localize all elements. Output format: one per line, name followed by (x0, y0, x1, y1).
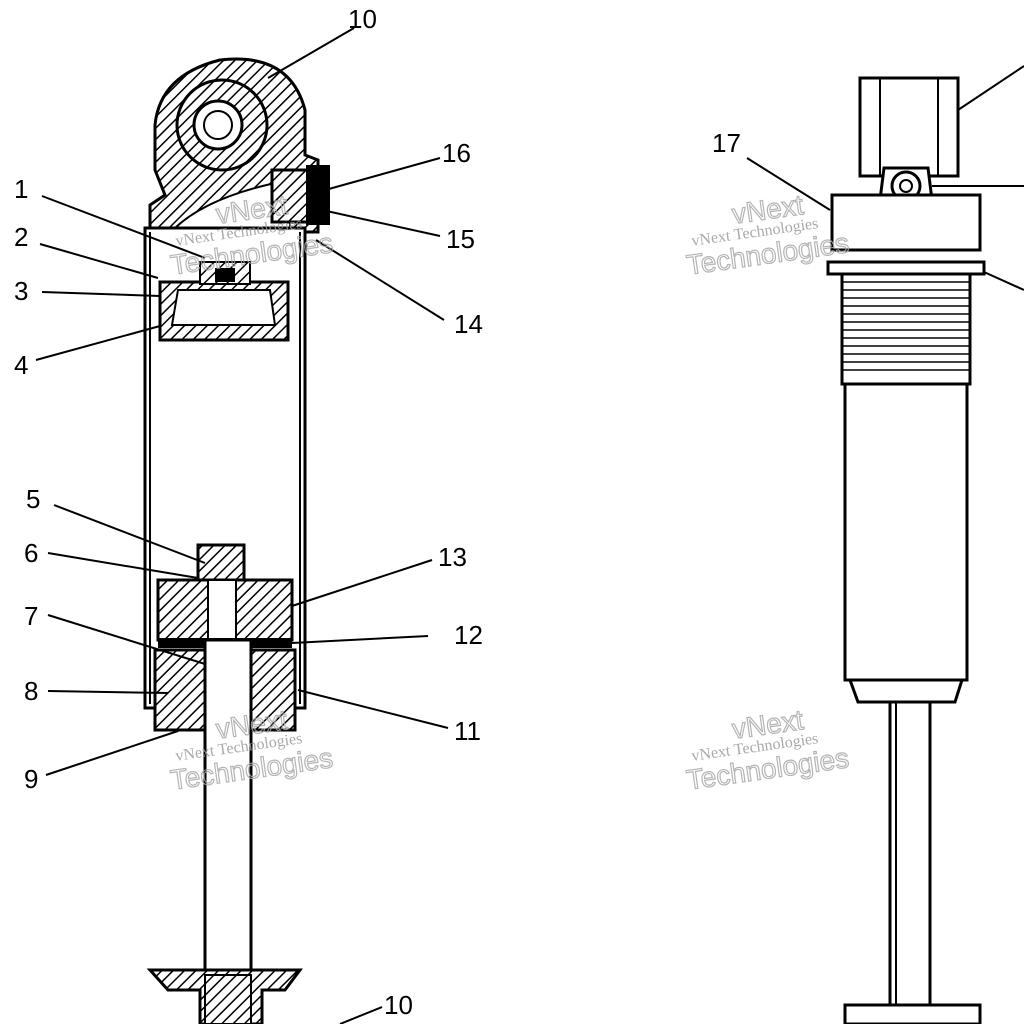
callout-17: 17 (712, 128, 741, 158)
callout-7: 7 (24, 601, 38, 631)
callout-labels: 10 1 2 3 4 5 6 7 8 9 10 11 12 13 14 15 1… (14, 4, 741, 1020)
callout-4: 4 (14, 350, 28, 380)
callout-14: 14 (454, 309, 483, 339)
watermark-bottom-right: vNext vNext Technologies Technologies (684, 704, 851, 797)
callout-6: 6 (24, 538, 38, 568)
watermarks: vNext vNext Technologies Technologies vN… (168, 189, 851, 797)
exterior-collar (830, 193, 982, 252)
piston-shaft (203, 638, 253, 982)
leader-lines (35, 27, 1024, 1024)
callout-2: 2 (14, 222, 28, 252)
callout-13: 13 (438, 542, 467, 572)
exterior-top-eyelet (858, 76, 960, 178)
callout-10-bottom: 10 (384, 990, 413, 1020)
cross-section-view (143, 57, 330, 1024)
callout-9: 9 (24, 764, 38, 794)
callout-3: 3 (14, 276, 28, 306)
exterior-cylinder-body (843, 382, 969, 682)
callout-5: 5 (26, 484, 40, 514)
watermark-top-left: vNext vNext Technologies Technologies (168, 189, 335, 282)
watermark-bottom-left: vNext vNext Technologies Technologies (168, 704, 335, 797)
callout-15: 15 (446, 224, 475, 254)
callout-1: 1 (14, 174, 28, 204)
exterior-view (826, 76, 986, 1024)
watermark-top-right: vNext vNext Technologies Technologies (684, 189, 851, 282)
callout-8: 8 (24, 676, 38, 706)
callout-10-top: 10 (348, 4, 377, 34)
exterior-threaded-body (840, 272, 972, 386)
piston-nut (196, 543, 246, 582)
callout-16: 16 (442, 138, 471, 168)
callout-11: 11 (454, 716, 481, 746)
callout-12: 12 (454, 620, 483, 650)
